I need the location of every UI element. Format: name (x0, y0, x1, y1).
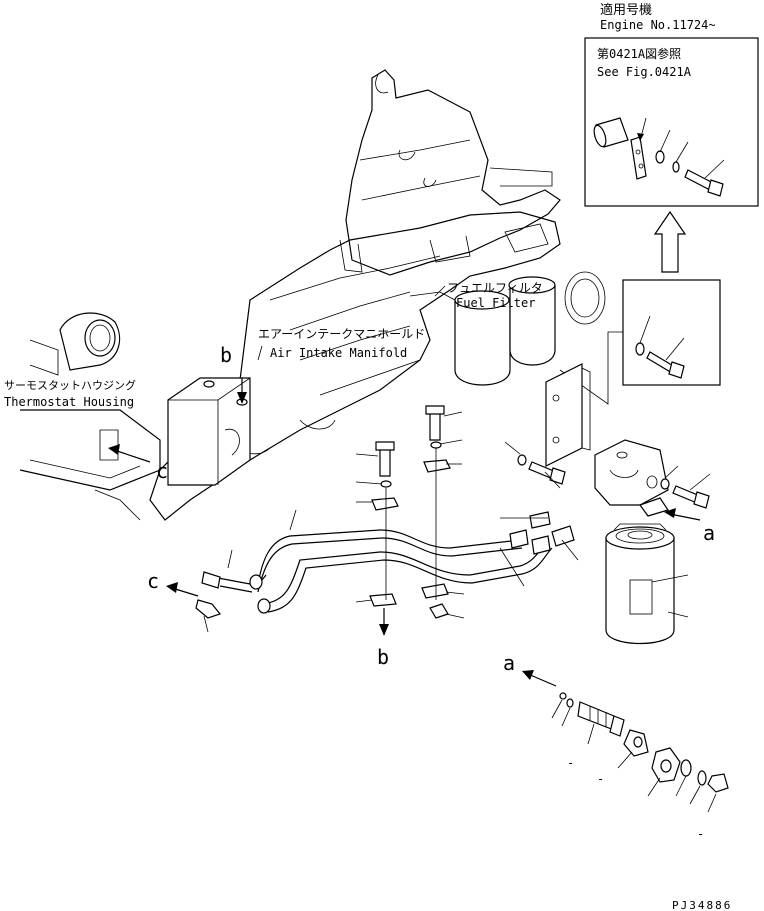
engine-assembly (19, 69, 606, 521)
arrow-a-lower (522, 670, 557, 687)
fuel-filter-cartridge (605, 523, 675, 644)
sensor-fitting-stack (559, 692, 729, 793)
up-arrow-icon (653, 210, 687, 273)
washer-part (660, 478, 670, 490)
tube-elbow-left-lower (195, 599, 222, 619)
connector-lower (551, 525, 575, 547)
inset-ref-jp: 第0421A図参照 (597, 46, 681, 61)
inset-washer-part (655, 150, 665, 164)
inset-bolt-part (684, 169, 724, 197)
arrow-c-left (166, 582, 199, 597)
inset-spacer-part (593, 117, 629, 148)
clamp-bolts (369, 405, 451, 619)
filter-bracket (545, 363, 591, 467)
lockwasher-part (697, 770, 707, 786)
inset-box: 第0421A図参照 See Fig.0421A (584, 37, 759, 207)
marker-a-lower: a (503, 651, 515, 675)
arrow-c-thermostat (108, 444, 151, 463)
bracket-bolt-part (528, 461, 566, 485)
fuel-filter-label-en: Fuel Filter (456, 296, 535, 310)
head-bolt-part (672, 485, 710, 509)
thermostat-label-jp: サーモスタットハウジング (4, 378, 136, 392)
applicability-line-2: Engine No.11724~ (600, 18, 716, 32)
lower-inset-box (622, 279, 721, 386)
inset-ref-en: See Fig.0421A (597, 65, 692, 79)
applicability-line-1: 適用号機 (600, 2, 652, 18)
inset-bracket-part (630, 136, 647, 180)
sensor-part (577, 701, 615, 731)
gasket-part (680, 759, 692, 777)
manifold-label-jp: エアーインテークマニホールド (258, 327, 425, 341)
fuel-tube-assembly (217, 529, 553, 613)
figure-code: PJ34886 (672, 899, 732, 911)
connector-upper (529, 511, 551, 529)
thermostat-label-en: Thermostat Housing (4, 395, 134, 409)
arrow-b-down (379, 608, 389, 636)
marker-b-upper: b (220, 343, 232, 367)
dash-mark-2: - (597, 772, 604, 786)
arrow-a-head (664, 508, 701, 521)
manifold-label-en: Air Intake Manifold (270, 346, 407, 360)
fuel-filter-label-jp: フュエルフィルタ (447, 281, 543, 295)
marker-a-head: a (703, 521, 715, 545)
dash-mark-3: - (697, 827, 704, 841)
inset-lockwasher-part (672, 161, 680, 173)
filter-head (594, 439, 669, 517)
marker-c-right: c (156, 459, 168, 483)
nut-small (707, 773, 729, 793)
dash-mark-1: - (567, 756, 574, 770)
tube-fitting-left-upper (201, 571, 221, 589)
marker-c-left: c (147, 569, 159, 593)
marker-b-lower: b (377, 645, 389, 669)
arrow-b-manifold (237, 378, 247, 404)
